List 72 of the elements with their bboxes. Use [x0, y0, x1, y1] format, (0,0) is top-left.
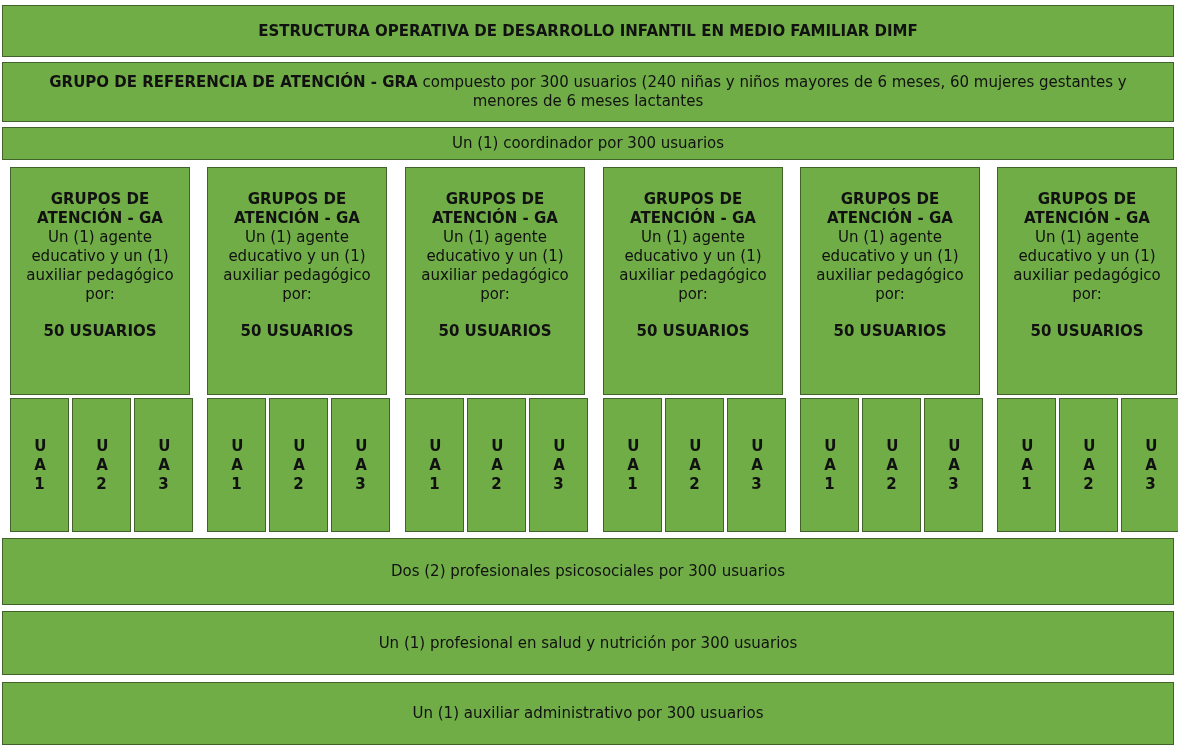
- unit-box: [1121, 398, 1178, 532]
- unit-label: U A 1: [34, 436, 45, 494]
- unit-label: U A 1: [824, 436, 835, 494]
- unit-label: U A 2: [689, 436, 700, 494]
- title-text: ESTRUCTURA OPERATIVA DE DESARROLLO INFANTIL EN MEDIO FAMILIAR DIMF: [258, 21, 918, 41]
- unit-label: U A 1: [627, 436, 638, 494]
- group-heading: GRUPOS DE ATENCIÓN - GA: [629, 190, 757, 228]
- unit-box: [207, 398, 266, 532]
- group-box: [997, 167, 1177, 395]
- group-heading: GRUPOS DE ATENCIÓN - GA: [233, 190, 361, 228]
- user-count: 50 USUARIOS: [438, 322, 552, 341]
- group-description: Un (1) agente educativo y un (1) auxiliar pedagógico por:: [25, 228, 175, 304]
- unit-box: [727, 398, 786, 532]
- unit-label: U A 1: [231, 436, 242, 494]
- group-heading: GRUPOS DE ATENCIÓN - GA: [826, 190, 954, 228]
- unit-label: U A 3: [355, 436, 366, 494]
- group-box: [405, 167, 585, 395]
- unit-label: U A 3: [1145, 436, 1156, 494]
- unit-label: U A 3: [948, 436, 959, 494]
- unit-label: U A 2: [293, 436, 304, 494]
- unit-box: [467, 398, 526, 532]
- group-box: [800, 167, 980, 395]
- unit-label: U A 3: [553, 436, 564, 494]
- unit-box: [924, 398, 983, 532]
- group-band: [2, 62, 1174, 122]
- user-count: 50 USUARIOS: [636, 322, 750, 341]
- unit-box: [72, 398, 131, 532]
- unit-label: U A 1: [429, 436, 440, 494]
- unit-label: U A 1: [1021, 436, 1032, 494]
- staff-band: [2, 538, 1174, 605]
- unit-box: [10, 398, 69, 532]
- unit-box: [862, 398, 921, 532]
- unit-label: U A 3: [158, 436, 169, 494]
- unit-label: U A 2: [96, 436, 107, 494]
- unit-label: U A 2: [491, 436, 502, 494]
- unit-box: [1059, 398, 1118, 532]
- unit-label: U A 2: [886, 436, 897, 494]
- band-text: Un (1) auxiliar administrativo por 300 usuarios: [412, 704, 764, 723]
- group-description: Un (1) agente educativo y un (1) auxiliar pedagógico por:: [1012, 228, 1162, 304]
- group-heading: GRUPOS DE ATENCIÓN - GA: [1023, 190, 1151, 228]
- group-heading: GRUPOS DE ATENCIÓN - GA: [431, 190, 559, 228]
- staff-band: [2, 611, 1174, 675]
- unit-label: U A 3: [751, 436, 762, 494]
- user-count: 50 USUARIOS: [833, 322, 947, 341]
- unit-box: [997, 398, 1056, 532]
- group-box: [603, 167, 783, 395]
- band-text: Dos (2) profesionales psicosociales por 300 usuarios: [390, 562, 786, 581]
- unit-box: [665, 398, 724, 532]
- group-description: Un (1) agente educativo y un (1) auxiliar pedagógico por:: [420, 228, 570, 304]
- band-text: Un (1) profesional en salud y nutrición por 300 usuarios: [378, 633, 798, 653]
- unit-box: [331, 398, 390, 532]
- unit-box: [603, 398, 662, 532]
- unit-box: [269, 398, 328, 532]
- group-description: Un (1) agente educativo y un (1) auxiliar pedagógico por:: [222, 228, 372, 304]
- user-count: 50 USUARIOS: [240, 322, 354, 341]
- band-text: GRUPO DE REFERENCIA DE ATENCIÓN - GRA compuesto por 300 usuarios (240 niñas y niños mayores de 6 meses, 60 mujeres gestantes y menores de 6 meses lactantes: [48, 73, 1128, 111]
- group-description: Un (1) agente educativo y un (1) auxiliar pedagógico por:: [815, 228, 965, 304]
- unit-label: U A 2: [1083, 436, 1094, 494]
- user-count: 50 USUARIOS: [1030, 322, 1144, 341]
- group-box: [207, 167, 387, 395]
- unit-box: [405, 398, 464, 532]
- group-box: [10, 167, 190, 395]
- unit-box: [134, 398, 193, 532]
- staff-band: [2, 682, 1174, 745]
- band-text: Un (1) coordinador por 300 usuarios: [451, 134, 725, 153]
- unit-box: [800, 398, 859, 532]
- group-description: Un (1) agente educativo y un (1) auxiliar pedagógico por:: [618, 228, 768, 304]
- group-heading: GRUPOS DE ATENCIÓN - GA: [36, 190, 164, 228]
- title-band: [2, 5, 1174, 57]
- user-count: 50 USUARIOS: [43, 322, 157, 341]
- unit-box: [529, 398, 588, 532]
- coordinator-band: [2, 127, 1174, 160]
